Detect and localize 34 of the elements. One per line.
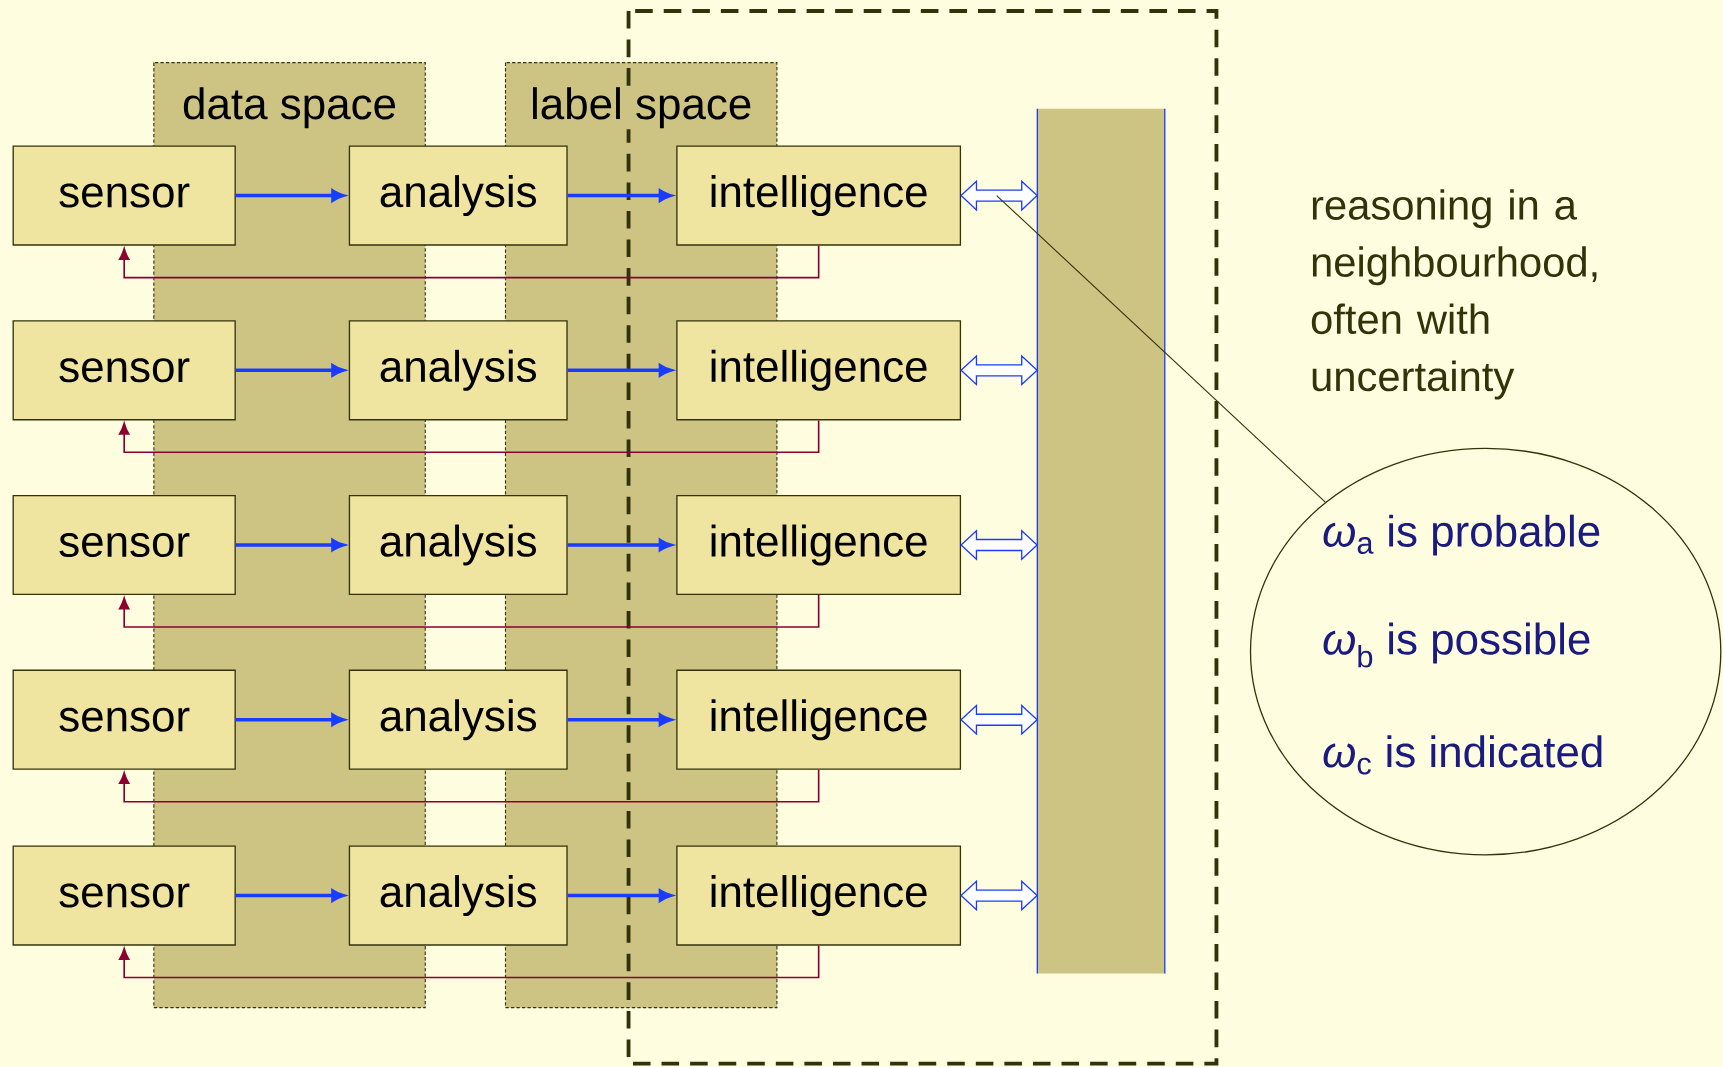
process-box: analysis [348,145,568,246]
ellipse-text: ω$_{c}$ is indicated [1323,735,1602,775]
process-box: analysis [348,669,568,770]
thought-ellipse [1249,447,1722,856]
feedback-arrow [118,419,820,454]
double-arrow [960,879,1039,912]
double-arrow [960,354,1039,387]
band-title: data space [183,87,396,129]
process-box: sensor [12,845,236,946]
feedback-arrow [118,244,820,279]
note-text: reasoning in a neighbourhood, often with uncertainty [1311,189,1597,400]
double-arrow [960,703,1039,736]
process-box: sensor [12,145,236,246]
process-box: intelligence [676,145,962,246]
feedback-arrow [118,769,820,803]
double-arrow [960,179,1039,212]
feedback-arrow [118,594,820,628]
feedback-arrow [118,944,820,979]
ellipse-text: ω$_{a}$ is probable [1323,514,1600,556]
band-title: label space [532,87,751,129]
process-box: analysis [348,320,568,421]
process-box: sensor [12,494,236,596]
process-box: sensor [12,669,236,770]
double-arrow [960,529,1039,561]
process-box: intelligence [676,845,962,946]
process-box: intelligence [676,320,962,421]
process-box: intelligence [676,669,962,770]
process-box: sensor [12,320,236,421]
ellipse-text: ω$_{b}$ is possible [1323,622,1590,668]
bar [1036,108,1166,975]
leader-line [996,195,1326,503]
process-box: analysis [348,845,568,946]
process-box: analysis [348,494,568,596]
process-box: intelligence [676,494,962,596]
